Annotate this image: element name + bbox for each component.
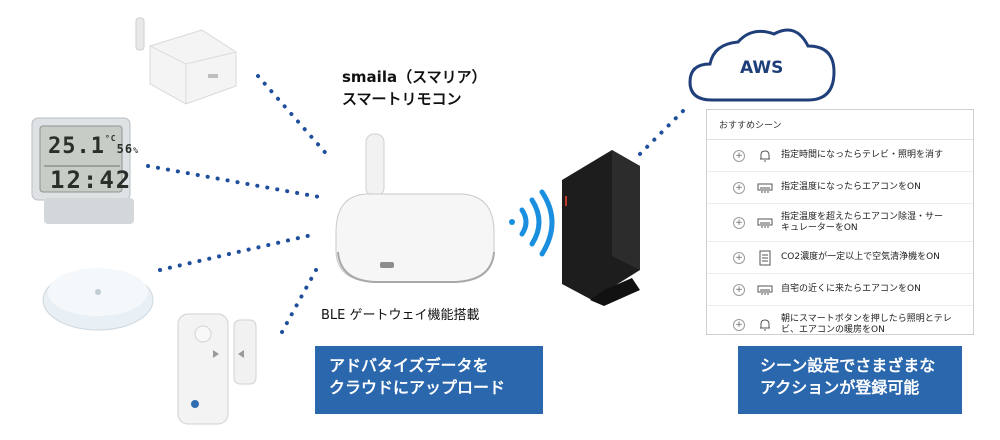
bell-icon	[757, 149, 773, 163]
recommended-scenes-panel: おすすめシーン + 指定時間になったらテレビ・照明を消す + 指定温度になったらエアコ…	[706, 109, 974, 335]
scene-callout-line2: アクションが登録可能	[760, 377, 948, 399]
ble-gateway-label: BLE ゲートウェイ機能搭載	[321, 304, 480, 323]
connection-line-thermometer	[148, 166, 325, 198]
door-sensor-device	[178, 314, 256, 424]
scene-callout-box: シーン設定でさまざまな アクションが登録可能	[738, 346, 962, 414]
add-scene-icon[interactable]: +	[733, 284, 745, 296]
connection-line-button	[160, 234, 316, 270]
thermo-temperature-readout: 25.1°C56%	[48, 134, 139, 159]
wireless-signal-icon	[509, 192, 552, 254]
scene-item-line1: 指定時間になったらテレビ・照明を消す	[781, 150, 943, 161]
aircon-icon	[757, 216, 773, 230]
scene-item-line1: 朝にスマートボタンを押したら照明とテレ	[781, 314, 952, 325]
humidity-value: 56	[117, 142, 133, 156]
scene-item-line2: ビ、エアコンの暖房をON	[781, 325, 952, 336]
scene-item[interactable]: + 指定温度になったらエアコンをON	[707, 172, 973, 204]
scene-item-line2: キュレーターをON	[781, 223, 943, 234]
scene-item[interactable]: + 自宅の近くに来たらエアコンをON	[707, 274, 973, 306]
scene-item-text: 自宅の近くに来たらエアコンをON	[781, 284, 921, 295]
add-scene-icon[interactable]: +	[733, 319, 745, 331]
scene-item-text: 指定温度を超えたらエアコン除湿・サーキュレーターをON	[781, 212, 943, 234]
hub-title: smaila（スマリア） スマートリモコン	[342, 66, 487, 110]
temperature-value: 25.1	[48, 134, 105, 159]
scene-item-line1: 指定温度になったらエアコンをON	[781, 182, 921, 193]
small-gateway-device	[136, 18, 236, 104]
scene-item[interactable]: + 朝にスマートボタンを押したら照明とテレビ、エアコンの暖房をON	[707, 306, 973, 335]
scene-item-line1: 指定温度を超えたらエアコン除湿・サー	[781, 212, 943, 223]
scene-item-line1: CO2濃度が一定以上で空気清浄機をON	[781, 252, 940, 263]
connection-line-door-sensor	[282, 270, 316, 332]
router-device	[562, 150, 640, 306]
upload-callout-box: アドバタイズデータを クラウドにアップロード	[315, 346, 543, 414]
scene-item[interactable]: + 指定時間になったらテレビ・照明を消す	[707, 140, 973, 172]
scene-panel-header: おすすめシーン	[707, 110, 973, 140]
connection-line-gateway-device	[258, 76, 330, 158]
upload-callout-line1: アドバタイズデータを	[329, 355, 529, 377]
scene-list: + 指定時間になったらテレビ・照明を消す + 指定温度になったらエアコンをON + 指定温…	[707, 140, 973, 335]
smart-button-device	[43, 268, 153, 330]
bell-icon	[757, 318, 773, 332]
add-scene-icon[interactable]: +	[733, 217, 745, 229]
aircon-icon	[757, 283, 773, 297]
scene-item-line1: 自宅の近くに来たらエアコンをON	[781, 284, 921, 295]
scene-item-text: 朝にスマートボタンを押したら照明とテレビ、エアコンの暖房をON	[781, 314, 952, 336]
hub-title-line1: smaila（スマリア）	[342, 66, 487, 88]
hub-title-line2: スマートリモコン	[342, 88, 487, 110]
air-purifier-icon	[757, 251, 773, 265]
add-scene-icon[interactable]: +	[733, 150, 745, 162]
scene-item[interactable]: + 指定温度を超えたらエアコン除湿・サーキュレーターをON	[707, 204, 973, 242]
aws-label: AWS	[740, 58, 783, 78]
add-scene-icon[interactable]: +	[733, 182, 745, 194]
scene-item-text: 指定時間になったらテレビ・照明を消す	[781, 150, 943, 161]
thermo-time-readout: 12:42	[50, 166, 132, 194]
add-scene-icon[interactable]: +	[733, 252, 745, 264]
scene-item-text: 指定温度になったらエアコンをON	[781, 182, 921, 193]
smaila-hub-device	[336, 134, 494, 282]
upload-callout-line2: クラウドにアップロード	[329, 377, 529, 399]
scene-item-text: CO2濃度が一定以上で空気清浄機をON	[781, 252, 940, 263]
aircon-icon	[757, 181, 773, 195]
temperature-unit: °C	[105, 134, 117, 143]
scene-item[interactable]: + CO2濃度が一定以上で空気清浄機をON	[707, 242, 973, 274]
scene-callout-line1: シーン設定でさまざまな	[760, 355, 948, 377]
humidity-unit: %	[133, 146, 139, 155]
connection-line-cloud	[640, 108, 686, 154]
